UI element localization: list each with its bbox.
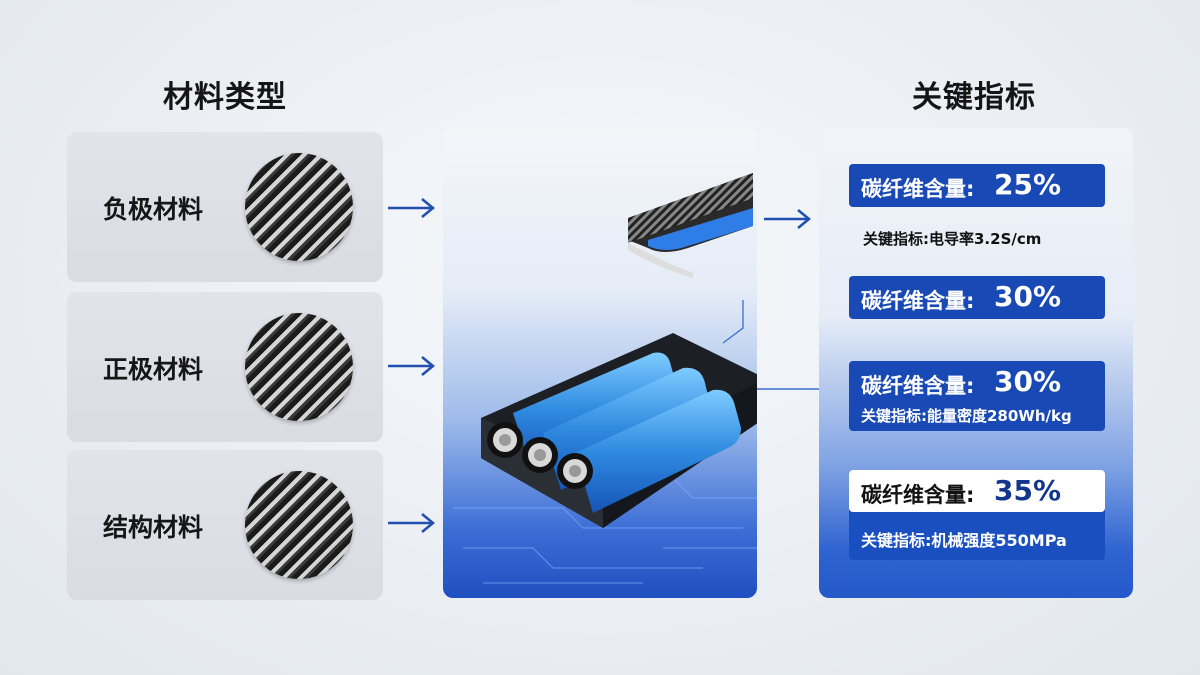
carbon-fiber-swatch (245, 313, 353, 421)
metric-sub-label: 关键指标:电导率3.2S/cm (863, 230, 1042, 248)
metric-value: 35% (994, 474, 1062, 507)
metric-header: 碳纤维含量: 35% (849, 470, 1105, 512)
material-card-structural: 结构材料 (67, 450, 383, 600)
material-label: 正极材料 (103, 355, 204, 384)
material-label: 结构材料 (103, 513, 204, 542)
metric-prefix: 碳纤维含量: (861, 177, 975, 201)
battery-pack-illustration (453, 173, 757, 584)
materials-heading: 材料类型 (163, 80, 287, 115)
arrow-right-icon (388, 513, 435, 533)
indicators-heading: 关键指标 (912, 80, 1036, 115)
battery-illustration-panel (443, 128, 757, 598)
metric-badge: 碳纤维含量: 30% 关键指标:能量密度280Wh/kg (849, 361, 1105, 431)
carbon-fiber-swatch (245, 153, 353, 261)
metric-value: 30% (994, 365, 1062, 398)
metric-prefix: 碳纤维含量: (861, 483, 975, 507)
material-card-anode: 负极材料 (67, 132, 383, 282)
arrow-right-icon (388, 198, 435, 218)
metric-badge: 碳纤维含量: 30% (849, 276, 1105, 319)
metric-prefix: 碳纤维含量: (861, 374, 975, 398)
connector-line (757, 388, 819, 390)
arrow-right-icon (764, 209, 811, 229)
material-label: 负极材料 (103, 195, 204, 224)
metric-sub-label: 关键指标:机械强度550MPa (861, 531, 1067, 550)
arrow-right-icon (388, 356, 435, 376)
metric-sub-label: 关键指标:能量密度280Wh/kg (861, 407, 1072, 425)
material-card-cathode: 正极材料 (67, 292, 383, 442)
carbon-fiber-strip-icon (628, 173, 753, 278)
metric-badge: 碳纤维含量: 25% (849, 164, 1105, 207)
carbon-fiber-swatch (245, 471, 353, 579)
metric-value: 30% (994, 280, 1062, 313)
metric-prefix: 碳纤维含量: (861, 289, 975, 313)
metric-value: 25% (994, 168, 1062, 201)
indicators-panel: 碳纤维含量: 25% 关键指标:电导率3.2S/cm 碳纤维含量: 30% 碳纤… (819, 128, 1133, 598)
metric-badge-highlighted: 碳纤维含量: 35% 关键指标:机械强度550MPa (849, 470, 1105, 560)
